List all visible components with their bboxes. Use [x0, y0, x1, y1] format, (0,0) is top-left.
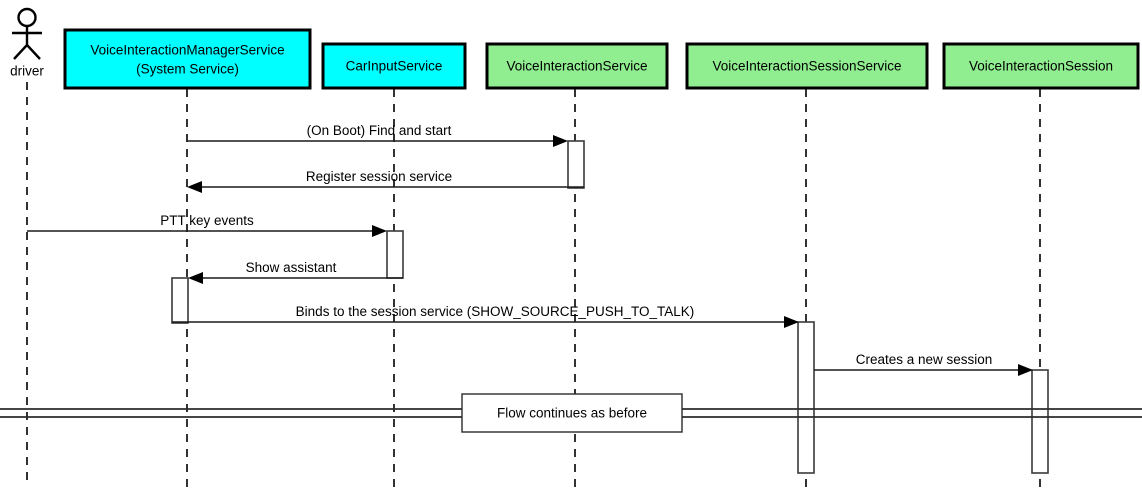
message-4-arrowhead-icon [188, 272, 203, 284]
message-5-label: Binds to the session service (SHOW_SOURC… [296, 304, 695, 319]
actor-leg-left-icon [13, 44, 28, 60]
message-5-arrowhead-icon [784, 316, 799, 328]
message-on-boot-find-and-start[interactable]: (On Boot) Find and start [187, 123, 568, 147]
participant-session-label: VoiceInteractionSession [969, 59, 1113, 74]
activation-bar-vims [171, 277, 189, 324]
participant-vims[interactable]: VoiceInteractionManagerService (System S… [63, 28, 312, 90]
divider-label: Flow continues as before [497, 406, 647, 421]
participant-session-box [942, 42, 1140, 90]
activation-bar-viss [797, 321, 815, 474]
participant-viss-label: VoiceInteractionSessionService [712, 59, 901, 74]
actor-leg-right-icon [26, 44, 41, 60]
message-4-label: Show assistant [246, 260, 337, 275]
message-show-assistant[interactable]: Show assistant [188, 260, 403, 284]
participant-session[interactable]: VoiceInteractionSession [942, 42, 1140, 90]
participant-vims-label-line1: VoiceInteractionManagerService [90, 43, 284, 58]
participant-vis[interactable]: VoiceInteractionService [485, 42, 669, 90]
message-3-label: PTT key events [160, 213, 254, 228]
activations-group [171, 140, 1049, 474]
participant-carinput-label: CarInputService [346, 59, 443, 74]
participant-vis-box [485, 42, 669, 90]
message-binds-to-session-service[interactable]: Binds to the session service (SHOW_SOURC… [172, 304, 799, 328]
participant-vis-label: VoiceInteractionService [506, 59, 647, 74]
message-6-arrowhead-icon [1018, 364, 1033, 376]
message-3-arrowhead-icon [372, 225, 387, 237]
actor-head-icon [17, 7, 37, 28]
participant-vims-label-line2: (System Service) [136, 62, 239, 77]
actor-driver[interactable]: driver [10, 7, 44, 79]
actor-driver-label: driver [10, 64, 44, 79]
participant-carinput-box [321, 42, 467, 90]
activation-bar-carinput [386, 230, 404, 279]
flow-divider: Flow continues as before [0, 393, 1142, 433]
activation-bar-session [1031, 369, 1049, 474]
message-2-arrowhead-icon [187, 181, 202, 193]
participant-viss[interactable]: VoiceInteractionSessionService [685, 42, 929, 90]
divider-label-box [461, 393, 683, 433]
message-6-label: Creates a new session [856, 352, 993, 367]
participant-carinput[interactable]: CarInputService [321, 42, 467, 90]
participant-viss-box [685, 42, 929, 90]
message-ptt-key-events[interactable]: PTT key events [27, 213, 387, 237]
message-register-session-service[interactable]: Register session service [187, 169, 584, 193]
message-creates-a-new-session[interactable]: Creates a new session [814, 352, 1033, 376]
activation-bar-vis [567, 140, 585, 189]
message-1-arrowhead-icon [553, 135, 568, 147]
message-1-label: (On Boot) Find and start [307, 123, 452, 138]
participant-vims-box [63, 28, 312, 90]
message-2-label: Register session service [306, 169, 452, 184]
